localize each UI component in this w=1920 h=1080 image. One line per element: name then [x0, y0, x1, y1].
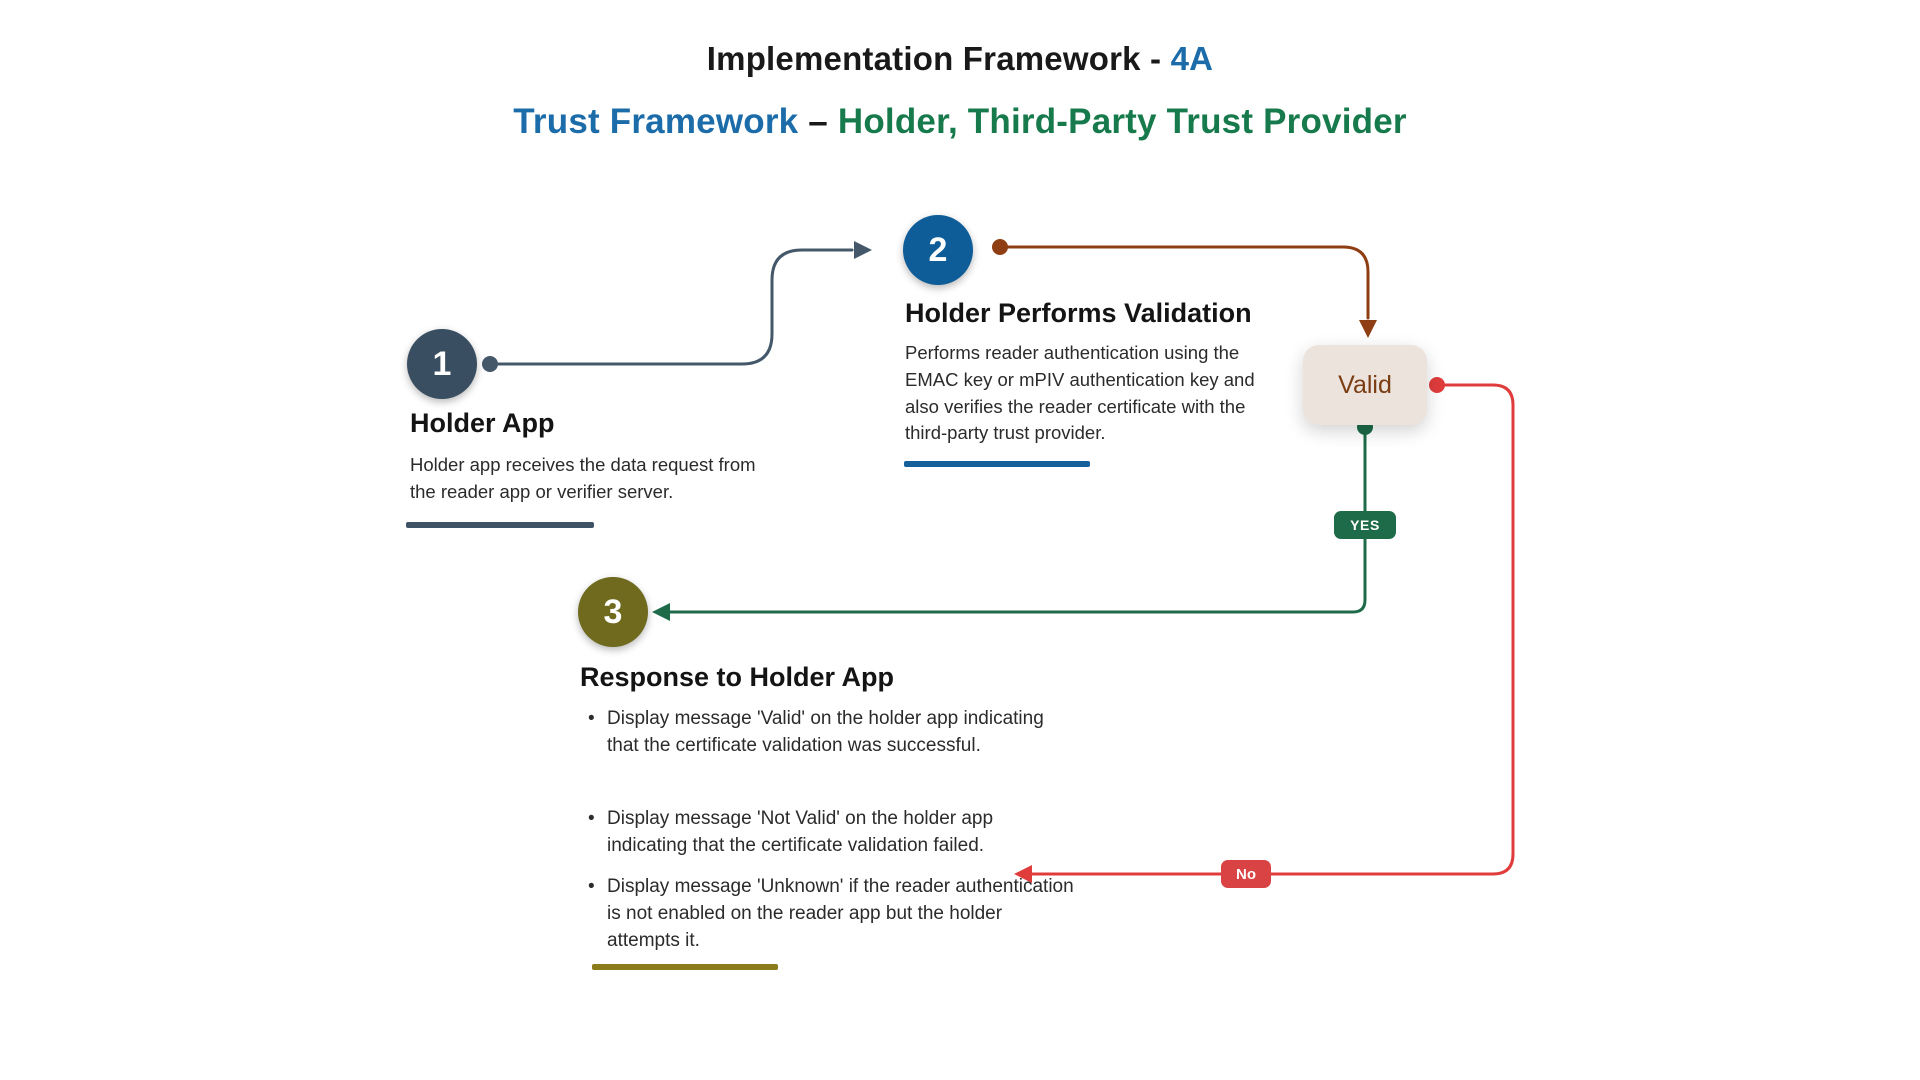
connector-step2-to-decision — [1005, 245, 1370, 320]
page-title-main: Implementation Framework - — [706, 40, 1171, 77]
step-3-circle: 3 — [578, 577, 648, 647]
bullet-not-valid-message: Display message 'Not Valid' on the holde… — [583, 806, 1075, 860]
connector-dot-step2 — [992, 239, 1008, 255]
step-2-circle: 2 — [903, 215, 973, 285]
connector-step1-to-step2 — [495, 248, 854, 366]
page-title-accent: 4A — [1170, 40, 1214, 77]
step-2-description: Performs reader authentication using the… — [905, 342, 1255, 444]
subtitle-holder-provider: Holder, Third-Party Trust Provider — [837, 102, 1407, 141]
step-1-circle: 1 — [407, 329, 477, 399]
step-3-bullet-list: Display message 'Valid' on the holder ap… — [583, 706, 1075, 955]
step-1-underline — [406, 522, 594, 528]
subtitle-trust-framework: Trust Framework — [513, 102, 799, 141]
subtitle-separator: – — [798, 102, 838, 141]
connector-no-to-response — [1028, 383, 1515, 876]
step-3-underline — [592, 964, 778, 970]
bullet-unknown-message: Display message 'Unknown' if the reader … — [583, 874, 1075, 955]
step-2-title: Holder Performs Validation — [905, 298, 1252, 328]
page-subtitle: Trust Framework – Holder, Third-Party Tr… — [0, 102, 1920, 142]
connector-dot-step1 — [482, 356, 498, 372]
arrowhead-into-decision — [1359, 320, 1377, 338]
step-1-description: Holder app receives the data request fro… — [410, 454, 756, 502]
page-title: Implementation Framework - 4A — [0, 40, 1920, 78]
bullet-valid-message: Display message 'Valid' on the holder ap… — [583, 706, 1075, 760]
no-edge-badge: No — [1221, 860, 1271, 888]
arrowhead-into-step2 — [854, 241, 872, 259]
arrowhead-into-step3 — [652, 603, 670, 621]
connector-dot-decision-right — [1429, 377, 1445, 393]
step-2-underline — [904, 461, 1090, 467]
step-3-title: Response to Holder App — [580, 662, 895, 692]
connector-yes-to-step3 — [666, 431, 1367, 614]
yes-edge-badge: YES — [1334, 511, 1396, 539]
step-1-title: Holder App — [410, 408, 555, 438]
decision-valid-box: Valid — [1303, 345, 1427, 425]
